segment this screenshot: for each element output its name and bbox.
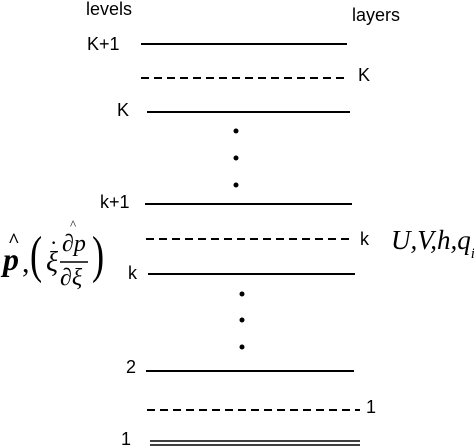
fraction-denominator: ∂ξ [60, 265, 83, 291]
ellipsis-dot [239, 344, 245, 350]
layers-header: layers [352, 5, 401, 25]
level-label-K: K [117, 100, 130, 120]
ellipsis-dot [239, 291, 245, 297]
p-hat-caret: ^ [8, 230, 20, 252]
left-paren: ( [30, 227, 43, 284]
level-label-k: k [128, 263, 137, 283]
ellipsis-dot [239, 317, 245, 323]
layer-label-K: K [358, 65, 371, 85]
layer-label-1: 1 [366, 397, 377, 417]
levels-header: levels [86, 0, 133, 19]
layer-variables-text: U,V,h,q [391, 225, 471, 255]
layer-variables-subscript: i [471, 246, 474, 262]
ellipsis-dot [233, 182, 239, 188]
p-hat-symbol: p [3, 241, 19, 277]
fraction-numerator: ∂p [62, 231, 86, 257]
layer-variables: U,V,h,qi [391, 225, 474, 262]
comma: , [22, 246, 30, 279]
xi-dot: · [50, 230, 58, 255]
level-label-K-plus-1: K+1 [87, 34, 120, 54]
right-paren: ) [92, 227, 105, 284]
fraction-bar [60, 261, 88, 263]
layer-label-k: k [360, 229, 369, 249]
xi-dot-symbol: ξ [46, 247, 58, 278]
ellipsis-dot [233, 155, 239, 161]
ellipsis-dot [233, 128, 239, 134]
level-label-1: 1 [121, 429, 132, 448]
fraction-hat: ^ [70, 217, 77, 232]
level-label-2: 2 [126, 357, 137, 377]
level-variables: p ^ , ( ξ · ^ ∂p ∂ξ ) [0, 218, 120, 302]
level-label-k-plus-1: k+1 [100, 192, 130, 212]
